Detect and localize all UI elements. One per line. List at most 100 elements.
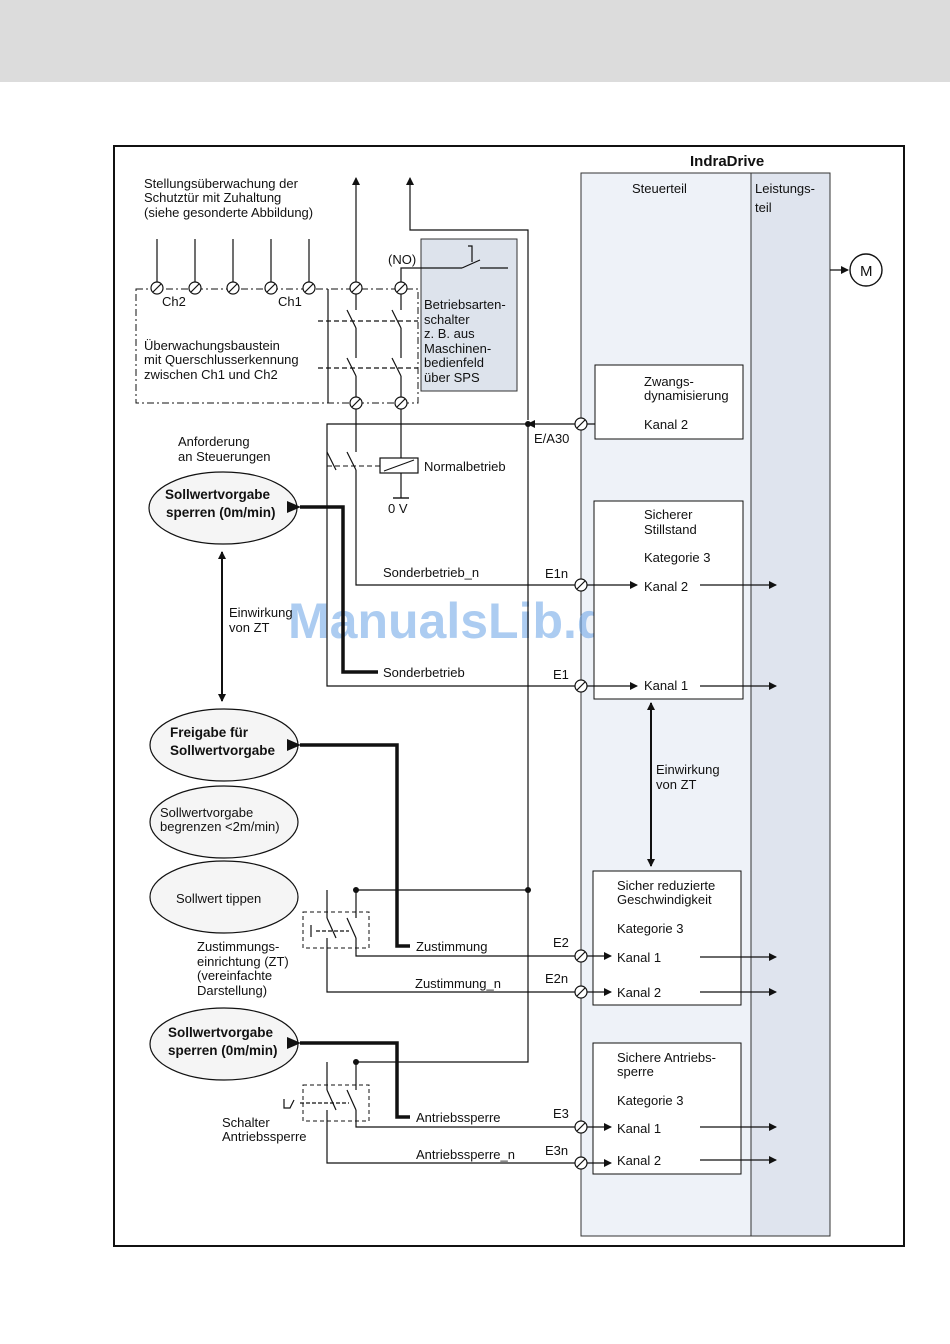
blocking-k1: Kanal 1 [617,1121,661,1136]
enabling-device-4: Darstellung) [197,983,267,998]
standstill-k2: Kanal 2 [644,579,688,594]
sig-sonderbetrieb-n: Sonderbetrieb_n [383,565,479,580]
mode-switch-5: bedienfeld [424,355,484,370]
term-e1: E1 [553,667,569,682]
mode-switch-symbol [400,245,508,282]
standstill-k1: Kanal 1 [644,678,688,693]
drive-switch-1: Schalter [222,1115,270,1130]
ellipse-enable-line2: Sollwertvorgabe [170,743,276,758]
term-e2n: E2n [545,971,568,986]
enabling-device-3: (vereinfachte [197,968,272,983]
sig-sonderbetrieb: Sonderbetrieb [383,665,465,680]
watermark: ManualsLib.de [288,593,635,649]
motor-icon [849,253,883,287]
ellipse-enable-line1: Freigabe für [170,725,249,740]
block-forced-dynamisation [594,364,744,440]
mode-switch-4: Maschinen- [424,341,491,356]
block-drive-blocking [592,1042,742,1175]
request-1: Anforderung [178,434,250,449]
ellipse-limit-line1: Sollwertvorgabe [160,805,253,820]
term-e3: E3 [553,1106,569,1121]
relay-supply [326,423,575,687]
enabling-device-1: Zustimmungs- [197,939,279,954]
junction-1 [525,887,531,893]
sig-antriebssperre: Antriebssperre [416,1110,501,1125]
request-2: an Steuerungen [178,449,271,464]
mode-switch-1: Betriebsarten- [424,297,506,312]
reduced-k1: Kanal 1 [617,950,661,965]
junction-4 [525,421,531,427]
reduced-cat: Kategorie 3 [617,921,684,936]
ellipse-limit [149,785,299,859]
forced-k2: Kanal 2 [644,417,688,432]
power-label-1: Leistungs- [755,181,815,196]
term-e2: E2 [553,935,569,950]
monitor-module-3: zwischen Ch1 und Ch2 [144,367,278,382]
blocking-cat: Kategorie 3 [617,1093,684,1108]
ch1-label: Ch1 [278,294,302,309]
ellipse-stop-2-line1: Sollwertvorgabe [168,1025,274,1040]
ellipse-jog [149,860,299,934]
influence-left-2: von ZT [229,620,270,635]
module-contacts [318,294,418,397]
ch2-label: Ch2 [162,294,186,309]
input-wires [156,239,310,282]
zero-volt-label: 0 V [388,501,408,516]
outer-frame [113,145,905,1247]
block-reduced-speed [592,870,742,1006]
standstill-cat: Kategorie 3 [644,550,711,565]
ellipse-group [148,471,299,1081]
influence-left-1: Einwirkung [229,605,293,620]
term-e1n: E1n [545,566,568,581]
influence-right-1: Einwirkung [656,762,720,777]
drive-switch-contacts [283,1062,575,1164]
term-ea30: E/A30 [534,431,569,446]
power-label-2: teil [755,200,772,215]
top-terminals [150,281,408,410]
no-contact-label: (NO) [388,252,416,267]
channel-arrows [587,581,777,1167]
mode-switch-2: schalter [424,312,470,327]
ellipse-stop-1-line1: Sollwertvorgabe [165,487,271,502]
relay-contacts [326,409,575,586]
indradrive-title: IndraDrive [690,153,764,170]
sig-zustimmung: Zustimmung [416,939,488,954]
blocking-k2: Kanal 2 [617,1153,661,1168]
standstill-1: Sicherer [644,507,693,522]
door-monitor-3: (siehe gesonderte Abbildung) [144,205,313,220]
enabling-device-2: einrichtung (ZT) [197,954,289,969]
forced-2: dynamisierung [644,388,729,403]
door-monitor-2: Schutztür mit Zuhaltung [144,190,281,205]
block-safe-standstill [593,500,744,700]
supply-bus [356,424,529,1063]
term-e3n: E3n [545,1143,568,1158]
sig-zustimmung-n: Zustimmung_n [415,976,501,991]
bold-arrow-zustimmung [287,739,410,948]
ellipse-jog-label: Sollwert tippen [176,891,261,906]
bold-arrow-sonderbetrieb [287,501,378,674]
mode-switch-6: über SPS [424,370,480,385]
ellipse-stop-1-line2: sperren (0m/min) [166,505,276,520]
enabling-device-contacts [310,890,575,993]
influence-right-2: von ZT [656,777,697,792]
door-monitor-1: Stellungsüberwachung der [144,176,299,191]
monitor-module-1: Überwachungsbaustein [144,338,280,353]
ellipse-limit-line2: begrenzen <2m/min) [160,819,280,834]
reduced-2: Geschwindigkeit [617,892,712,907]
normal-mode-label: Normalbetrieb [424,459,506,474]
mode-switch-3: z. B. aus [424,326,475,341]
motor-label: M [860,263,873,280]
blocking-1: Sichere Antriebs- [617,1050,716,1065]
header-band [0,0,950,82]
reduced-1: Sicher reduzierte [617,878,715,893]
bold-arrow-antriebssperre [287,1037,410,1119]
blocking-2: sperre [617,1064,654,1079]
reduced-k2: Kanal 2 [617,985,661,1000]
power-panel [750,172,831,1237]
drive-switch-2: Antriebssperre [222,1129,307,1144]
control-label: Steuerteil [632,181,687,196]
ellipse-stop-2-line2: sperren (0m/min) [168,1043,278,1058]
monitor-module-2: mit Querschlusserkennung [144,352,299,367]
enabling-device-box [302,911,370,949]
